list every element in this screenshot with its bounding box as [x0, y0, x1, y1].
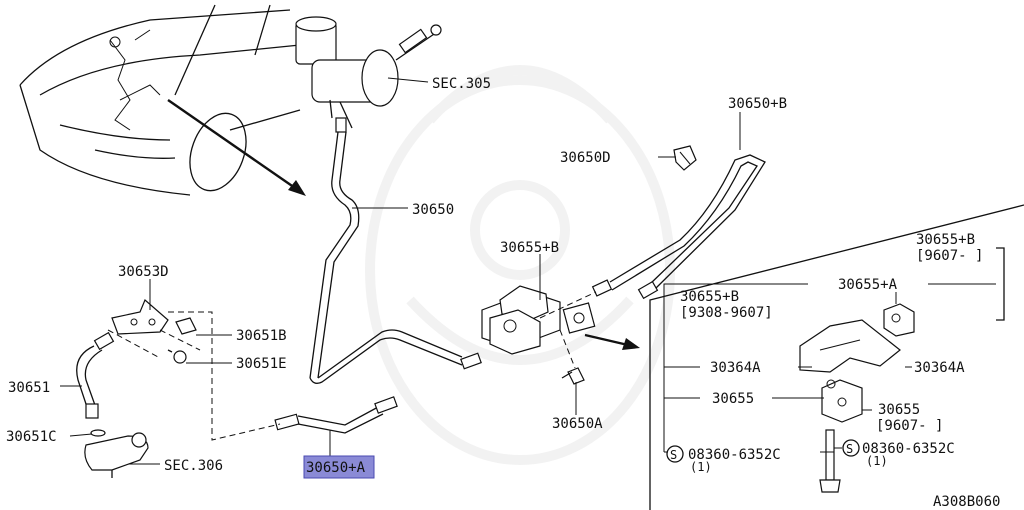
label-30650d: 30650D: [560, 150, 611, 166]
bracket-30653D: [111, 299, 169, 335]
leader-lines: [663, 283, 996, 453]
label-detail-30655-right-range: [9607- ]: [876, 418, 943, 434]
detail-arrow: [584, 333, 640, 350]
standard-part-symbol: [842, 439, 860, 457]
standard-part-symbol-letter: S: [846, 442, 853, 456]
detail-panel-frame: [649, 204, 1024, 510]
label-detail-30655-b-range-date: [9607- ]: [916, 248, 983, 264]
label-detail-30655-a: 30655+A: [838, 277, 898, 293]
label-detail-bolt-right-qty: (1): [866, 454, 888, 468]
clip-30650D: [673, 145, 697, 171]
label-detail-30655-right: 30655: [878, 402, 920, 418]
label-30651b: 30651B: [236, 328, 287, 344]
clutch-tube-30650-B: [591, 154, 766, 300]
plate-30651B: [175, 317, 197, 335]
label-30651c: 30651C: [6, 429, 57, 445]
label-30650a: 30650A: [552, 416, 603, 432]
label-sec-306: SEC.306: [164, 458, 223, 474]
label-30650-a: 30650+A: [306, 460, 366, 476]
bolt-30651E: [167, 349, 187, 364]
watermark-emblem: [365, 65, 675, 465]
diagram-code: A308B060: [933, 494, 1000, 510]
label-30651e: 30651E: [236, 356, 287, 372]
bolt-30650A: [561, 367, 585, 385]
detail-bolt-08360: [819, 429, 841, 493]
label-detail-30655: 30655: [712, 391, 754, 407]
label-30653d: 30653D: [118, 264, 169, 280]
label-30651: 30651: [8, 380, 50, 396]
clutch-tube-30650: [309, 117, 482, 384]
vehicle-outline-drawing: [19, 4, 301, 196]
label-detail-30655-b-early-range: [9308-9607]: [680, 305, 773, 321]
label-30650-b: 30650+B: [728, 96, 787, 112]
label-30655-b: 30655+B: [500, 240, 559, 256]
standard-part-symbol-letter: S: [670, 448, 677, 462]
dashed-reference-lines: [107, 291, 597, 441]
label-sec-305: SEC.305: [432, 76, 491, 92]
clutch-master-cylinder: [295, 16, 442, 129]
label-detail-bolt-left-qty: (1): [690, 460, 712, 474]
leader-lines-main: [60, 77, 741, 465]
label-detail-bolt-left: 08360-6352C: [688, 447, 781, 463]
detail-bracket-30364A: [799, 319, 901, 373]
clutch-hose-30651: [76, 331, 115, 419]
clip-30651C: [90, 429, 106, 437]
clutch-tube-30650-A: [274, 396, 398, 434]
location-arrow: [167, 99, 306, 196]
label-detail-30655-b-early: 30655+B: [680, 289, 739, 305]
detail-damper-30655: [821, 379, 863, 423]
damper-bracket-30655-B: [481, 285, 596, 355]
highlight-box-30650-A: [303, 455, 375, 479]
operating-cylinder: [84, 432, 149, 478]
label-30650: 30650: [412, 202, 454, 218]
label-detail-bolt-right: 08360-6352C: [862, 441, 955, 457]
standard-part-symbol: [666, 445, 684, 463]
label-detail-30655-b-range: 30655+B: [916, 232, 975, 248]
label-detail-30364a-left: 30364A: [710, 360, 761, 376]
label-detail-30364a-right: 30364A: [914, 360, 965, 376]
detail-cushion-30655-A: [883, 303, 915, 337]
